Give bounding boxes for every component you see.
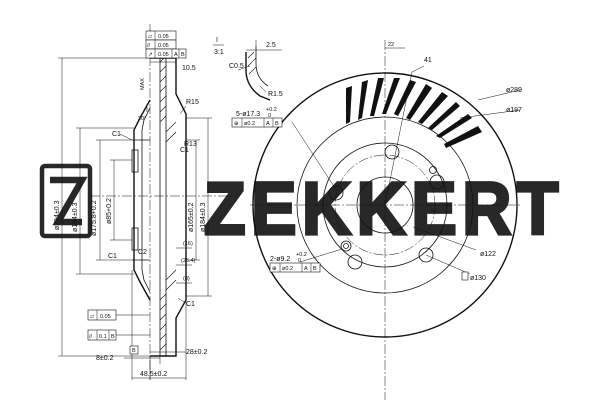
section-hatching-bottom	[159, 269, 177, 351]
tolerance-frames-top: ⏥ 0.05 // 0.05 ↗ 0.05 A B	[145, 30, 187, 59]
holes-b-frame-ref-a: A	[304, 266, 308, 272]
holes-b-frame-ref-b: B	[313, 266, 317, 272]
tol-frame-4-value: 0.05	[100, 314, 111, 320]
tol-frame-3-ref-b: B	[181, 52, 185, 58]
dim-22: 22	[388, 42, 394, 48]
tol-frame-3-value: 0.05	[158, 52, 169, 58]
holes-a-spec: 5-ø17.3	[236, 111, 260, 118]
tol-frame-2-symbol: //	[147, 43, 151, 49]
dim-48-5: 48.5±0.2	[140, 371, 167, 378]
section-mark-i: I	[146, 107, 148, 114]
side-section-view: ø294±0.3 ø184±0.3 ø175.8+0.2 ø85+0.2 ø16…	[54, 24, 235, 380]
dim-max: MAX	[140, 78, 146, 90]
tol-frame-3-ref-a: A	[174, 52, 178, 58]
holes-a-frame-ref-b: B	[275, 121, 279, 127]
dim-8-small: (8)	[183, 276, 190, 282]
dim-c1-top: C1	[112, 131, 121, 138]
dim-41: 41	[424, 57, 432, 64]
holes-b-tol-low: 0	[298, 258, 301, 264]
dim-85: ø85+0.2	[106, 198, 113, 224]
dim-2-5: 2.5	[266, 42, 276, 49]
dim-122: ø122	[480, 251, 496, 258]
holes-a-frame-ref-a: A	[266, 121, 270, 127]
holes-b-spec: 2-ø9.2	[270, 256, 290, 263]
dim-c1-bot: C1	[180, 147, 189, 154]
holes-b-frame-symbol: ⊕	[272, 266, 277, 272]
dim-165: ø165±0.2	[188, 202, 195, 232]
dim-175: ø175.8+0.2	[91, 200, 98, 236]
dim-r1-5: R1.5	[268, 91, 283, 98]
tol-frame-5-ref: B	[111, 334, 115, 340]
holes-a-frame-value: ø0.2	[244, 121, 255, 127]
tol-frame-5-symbol: //	[89, 334, 93, 340]
dim-16: (16)	[183, 241, 193, 247]
dim-c1-mid: C1	[108, 253, 117, 260]
holes-a-tol: +0.2	[266, 107, 277, 113]
tol-frame-4-symbol: ⏥	[90, 314, 95, 320]
dim-c0-5: C0.5	[229, 63, 244, 70]
detail-scale: 3:1	[214, 49, 224, 56]
logo-text: ZEKKERT	[204, 167, 564, 250]
dim-184-left: ø184±0.3	[72, 202, 79, 232]
dim-c1-low: C1	[186, 301, 195, 308]
dim-197: ø197	[506, 107, 522, 114]
tol-frame-2-value: 0.05	[158, 43, 169, 49]
front-view: 41 22 ø289 ø197 ø122 ø130 5-ø17.3 +0.2 0…	[231, 40, 522, 400]
holes-b-frame-value: ø0.2	[282, 266, 293, 272]
dim-r15: R15	[186, 99, 199, 106]
tol-frame-1-symbol: ⏥	[148, 34, 153, 40]
bolt-holes	[328, 144, 445, 270]
tol-frame-3-symbol: ↗	[148, 52, 153, 58]
tol-frame-5-value: 0.1	[99, 334, 107, 340]
detail-label: I	[216, 37, 218, 44]
dim-c2: C2	[138, 249, 147, 256]
holes-a-tol-low: 0	[268, 113, 271, 119]
section-hatching-top	[159, 55, 177, 143]
cooling-vanes	[346, 78, 482, 148]
dim-25-4: (25.4)	[181, 258, 196, 264]
dim-8: 8±0.2	[96, 355, 114, 362]
tol-frame-1-value: 0.05	[158, 34, 169, 40]
dim-294: ø294±0.3	[54, 200, 61, 230]
datum-b-label: B	[132, 348, 136, 354]
holes-a-frame-symbol: ⊕	[234, 121, 239, 127]
zekkert-logo: ZEKKERT	[39, 163, 564, 252]
dim-angle: 20°	[138, 116, 146, 122]
dim-r13: R13	[184, 141, 197, 148]
dim-10-5: 10.5	[182, 65, 196, 72]
holes-b-tol: +0.2	[296, 252, 307, 258]
dim-289: ø289	[506, 87, 522, 94]
tolerance-frames-bottom: ⏥ 0.05 // 0.1 B	[87, 309, 150, 341]
dim-28: 28±0.2	[186, 349, 207, 356]
dim-130: ø130	[470, 275, 486, 282]
dim-184-right: ø184±0.3	[200, 202, 207, 232]
detail-view-i: I 3:1 2.5 C0.5 R1.5	[213, 37, 283, 101]
